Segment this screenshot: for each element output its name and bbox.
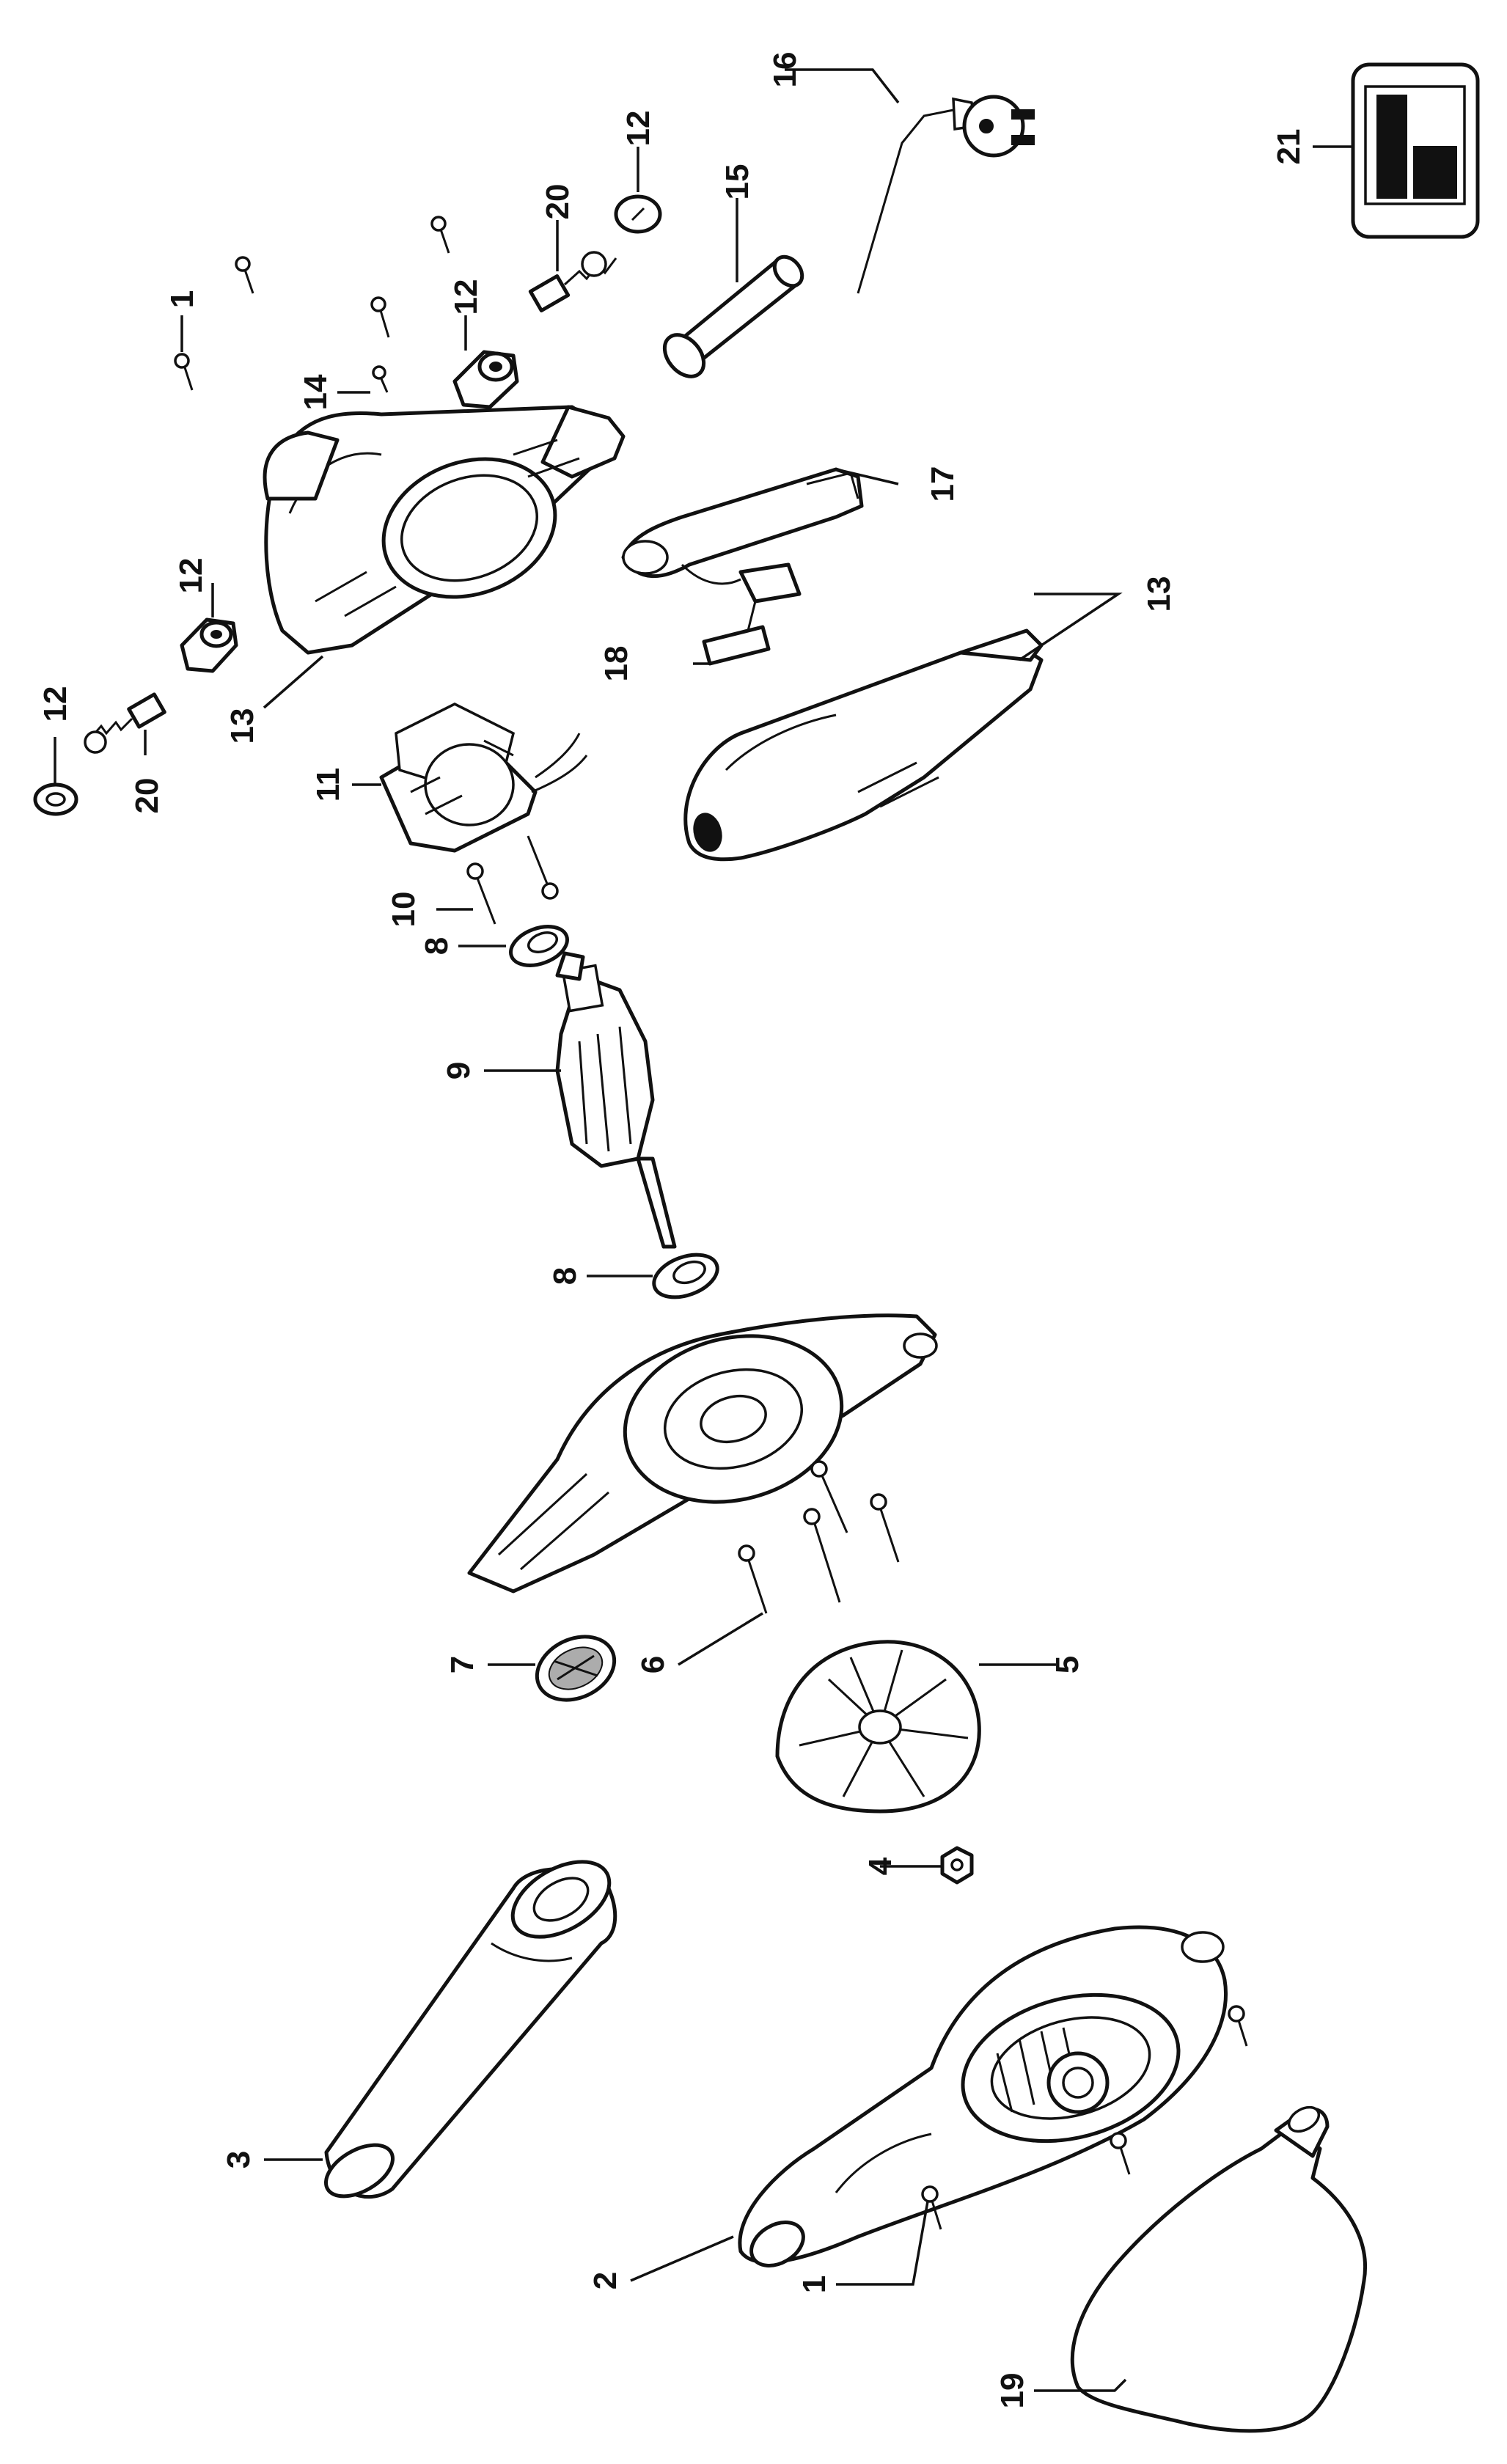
part-numbers: 16 21 15 12 20 12 1 14 17 13 12 12 20 13… — [37, 52, 1307, 2409]
part-number-8-bottom: 8 — [547, 1267, 583, 1285]
handle-half-part — [683, 628, 1044, 862]
part-number-9: 9 — [441, 1062, 477, 1079]
screws-lower-group — [921, 2005, 1248, 2230]
part-number-12-top: 12 — [620, 111, 656, 147]
part-number-4: 4 — [862, 1857, 898, 1875]
nut-part — [940, 1846, 974, 1885]
part-number-12-holder-left: 12 — [173, 558, 209, 594]
screw-part-1-lower — [921, 2185, 942, 2230]
switch-cover-part — [621, 467, 864, 579]
part-number-17: 17 — [925, 466, 961, 502]
part-number-15: 15 — [719, 164, 755, 200]
fan-housing-middle-part — [467, 1313, 938, 1594]
part-number-5: 5 — [1049, 1656, 1085, 1673]
part-number-12-left: 12 — [37, 686, 73, 722]
screw-part-14 — [372, 365, 389, 393]
part-number-19: 19 — [994, 2373, 1030, 2409]
armature-part — [555, 951, 677, 1249]
carbon-brush-part-upper — [528, 251, 617, 312]
screw-upper-a — [235, 256, 254, 294]
collection-bag-part — [1070, 2105, 1367, 2433]
cord-guard-part — [662, 254, 804, 378]
switch-part — [681, 562, 802, 666]
fan-impeller-part — [775, 1640, 981, 1814]
part-number-21: 21 — [1271, 129, 1307, 165]
brush-cap-part-upper — [614, 194, 662, 234]
long-screws-part-6 — [738, 1460, 900, 1614]
blower-tube-part — [323, 1860, 617, 2199]
front-housing-part — [738, 1925, 1228, 2267]
screw-part-1-upper — [174, 353, 194, 391]
screw-upper-c — [430, 216, 450, 254]
screw-lower-a — [1110, 2132, 1131, 2175]
bearing-part-lower — [652, 1253, 719, 1299]
part-number-20-left: 20 — [129, 778, 165, 814]
leader-lines — [54, 68, 1353, 2392]
brush-holder-part-left — [180, 617, 238, 673]
part-number-7: 7 — [444, 1656, 480, 1673]
part-number-10: 10 — [386, 892, 422, 928]
brush-holder-part-upper — [452, 350, 519, 409]
part-number-1-top: 1 — [164, 290, 200, 308]
part-number-13-right: 13 — [1141, 576, 1177, 612]
rating-label-part — [1351, 62, 1480, 239]
part-number-8-top: 8 — [419, 937, 455, 955]
part-number-16: 16 — [767, 52, 803, 88]
carbon-brush-part-left — [84, 692, 166, 754]
part-number-6: 6 — [635, 1656, 671, 1673]
motor-housing-half-part — [263, 405, 626, 655]
part-number-20-top: 20 — [540, 184, 576, 220]
screw-part-10-group — [466, 835, 559, 925]
stator-field-part — [379, 703, 588, 853]
part-number-18: 18 — [598, 646, 634, 682]
part-number-12-holder-top: 12 — [448, 279, 484, 315]
part-number-11: 11 — [310, 768, 346, 802]
bearing-part-upper — [509, 925, 569, 967]
part-number-14: 14 — [298, 374, 334, 410]
part-number-1-bottom: 1 — [796, 2276, 832, 2293]
washer-part-left — [33, 782, 78, 816]
screw-upper-b — [370, 296, 390, 338]
part-number-13-left: 13 — [224, 708, 260, 744]
power-cord-plug-part — [857, 95, 1035, 294]
filter-disc-part — [535, 1635, 617, 1702]
part-number-3: 3 — [221, 2151, 257, 2168]
screws-upper-group — [174, 216, 450, 393]
screw-lower-b — [1228, 2005, 1248, 2047]
part-number-2: 2 — [587, 2272, 623, 2289]
